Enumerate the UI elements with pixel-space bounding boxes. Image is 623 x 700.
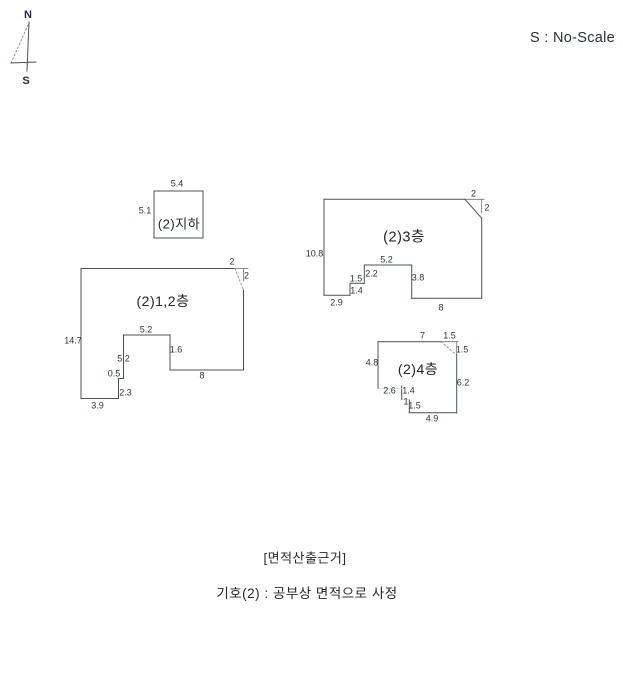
dim-label: 4.9	[425, 413, 439, 424]
dim-label: 5.2	[117, 353, 130, 363]
dim-label: 5.1	[138, 205, 152, 215]
plan-edge	[234, 267, 245, 291]
plan-edge	[464, 198, 483, 220]
plan-edge	[440, 341, 458, 356]
floor-plan-floor-3	[323, 198, 485, 299]
dim-label: 2	[243, 270, 250, 281]
plan-title-floor-4: (2)4층	[397, 360, 439, 377]
dim-label: 7	[419, 330, 426, 341]
dim-label: 2.2	[365, 268, 378, 279]
dim-label: 1.5	[349, 273, 363, 284]
dim-label: 2	[470, 188, 477, 198]
dim-label: 5.2	[380, 254, 393, 265]
dim-label: 1	[403, 396, 409, 406]
scale-note: S : No-Scale	[530, 30, 615, 46]
dim-label: 1.4	[402, 385, 415, 395]
dim-label: 6.2	[456, 377, 470, 387]
dim-label: 2	[484, 202, 490, 212]
plan-edge	[10, 61, 37, 64]
dim-label: 2.6	[383, 385, 396, 396]
footer-note: 기호(2) : 공부상 면적으로 사정	[216, 586, 398, 601]
dim-label: 1.4	[350, 285, 363, 296]
dim-label: 1.6	[169, 344, 183, 354]
floor-plan-basement	[153, 190, 204, 239]
dim-label: 8	[199, 370, 205, 380]
plan-title-basement: (2)지하	[157, 216, 201, 232]
dim-label: 1.5	[443, 330, 456, 340]
floor-plan-floor-4	[377, 341, 459, 414]
dim-label: 2.9	[330, 297, 343, 307]
dim-label: 3.8	[411, 272, 425, 282]
dim-label: 14.7	[64, 335, 82, 346]
dim-label: 0.5	[107, 368, 121, 379]
footer-heading: [면적산출근거]	[263, 550, 347, 566]
plan-edge	[10, 24, 29, 64]
dim-label: 1.5	[408, 400, 421, 411]
compass-rose	[10, 21, 37, 72]
dim-label: 5.4	[170, 178, 184, 189]
dim-label: 4.8	[365, 357, 379, 368]
dim-label: 5.2	[139, 324, 153, 335]
dim-label: 10.8	[305, 248, 324, 259]
compass-south-label: S	[22, 75, 30, 87]
compass-north-label: N	[24, 9, 32, 21]
dim-label: 3.9	[91, 400, 104, 411]
plan-title-floor-3: (2)3층	[383, 229, 425, 246]
dim-label: 1.5	[455, 344, 469, 354]
dim-label: 2	[229, 256, 235, 266]
dim-label: 8	[438, 302, 444, 312]
plan-title-floor-1-2: (2)1,2층	[136, 293, 190, 309]
dim-label: 2.3	[119, 387, 132, 397]
floor-plan-floor-1-2	[80, 267, 249, 399]
